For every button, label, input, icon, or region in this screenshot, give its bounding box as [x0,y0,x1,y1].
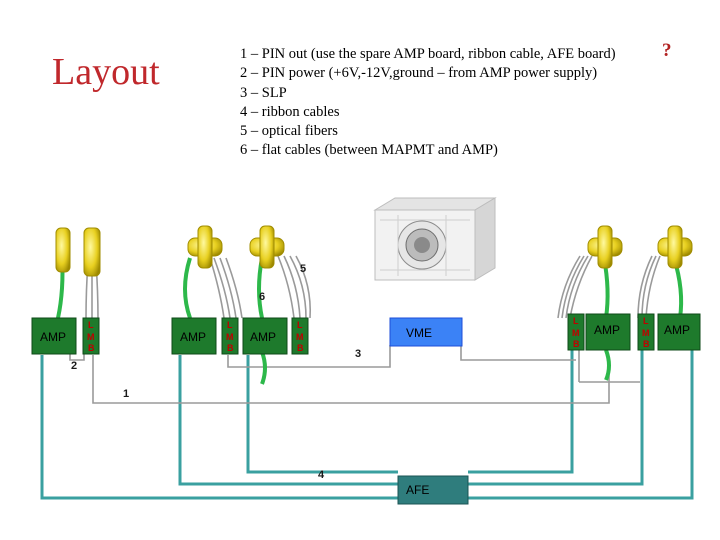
lmb-box-2-m: M [226,332,234,342]
lmb-box-4 [567,313,585,351]
label-3: 3 [355,348,361,360]
mapmt-connector-4 [657,225,693,269]
afe-box [397,475,469,505]
amp-boxes: AMP AMP AMP AMP AMP [31,313,701,355]
amp-box-2 [171,317,217,355]
lmb-box-1 [82,317,100,355]
cable-1-right [468,350,694,500]
amp-box-1 [31,317,77,355]
lmb-box-4-b: B [573,339,580,349]
lmb-box-2-l: L [227,320,233,330]
label-5: 5 [300,263,306,275]
cable-1-left [92,355,610,404]
afe-box-label: AFE [406,483,429,497]
lmb-box-5-l: L [643,316,649,326]
amp-box-5 [657,313,701,351]
lmb-box-3 [291,317,309,355]
label-6: 6 [259,291,265,303]
amp-box-1-label: AMP [40,330,66,344]
legend-item-3: 3 – SLP [240,84,287,101]
amp-box-3-label: AMP [250,330,276,344]
label-1: 1 [123,388,129,400]
cable-3-right [460,345,576,361]
lmb-box-5-m: M [642,328,650,338]
mapmt-connectors [187,225,693,269]
lmb-box-5-b: B [643,339,650,349]
legend-item-1: 1 – PIN out (use the spare AMP board, ri… [240,46,616,62]
cable-4-outer [40,355,398,500]
mapmt-left-group [55,227,101,277]
lmb-box-5 [637,313,655,351]
lmb-box-1-m: M [87,332,95,342]
mapmt-connector-1 [187,225,223,269]
vme-box [389,317,463,347]
cable-right-lmb [468,350,574,474]
legend-item-5: 5 – optical fibers [240,123,338,140]
teal-cables [40,350,694,500]
lmb-box-2-b: B [227,343,234,353]
cable-4-right [468,350,644,486]
cable-2 [69,352,85,361]
amp-box-4-label: AMP [594,323,620,337]
mapmt-connector-3 [587,225,623,269]
lmb-box-3-b: B [297,343,304,353]
lmb-box-1-l: L [88,320,94,330]
cable-mid-amp [246,355,398,474]
lmb-boxes: L M B L M B L M B L M B L M B [82,313,655,355]
label-2: 2 [71,360,77,372]
vme-box-label: VME [406,326,432,340]
cable-4-mid-left [178,355,398,486]
legend-item-4: 4 – ribbon cables [240,103,340,120]
label-4: 4 [318,469,325,481]
page-title: Layout [52,51,160,93]
lmb-box-3-m: M [296,332,304,342]
legend-item-2: 2 – PIN power (+6V,-12V,ground – from AM… [240,65,598,82]
lmb-box-4-m: M [572,328,580,338]
amp-box-5-label: AMP [664,323,690,337]
amp-box-3 [242,317,288,355]
mapmt-connector-2 [249,225,285,269]
amp-box-2-label: AMP [180,330,206,344]
grey-cables [69,345,640,404]
vme-crate-illustration [373,197,497,281]
amp-box-4 [585,313,631,351]
cable-3 [227,345,391,368]
question-mark: ? [662,40,672,61]
lmb-box-3-l: L [297,320,303,330]
legend-item-6: 6 – flat cables (between MAPMT and AMP) [240,142,498,159]
lmb-box-1-b: B [88,343,95,353]
lmb-box-4-l: L [573,316,579,326]
legend-list: 1 – PIN out (use the spare AMP board, ri… [240,45,616,161]
lmb-box-2 [221,317,239,355]
